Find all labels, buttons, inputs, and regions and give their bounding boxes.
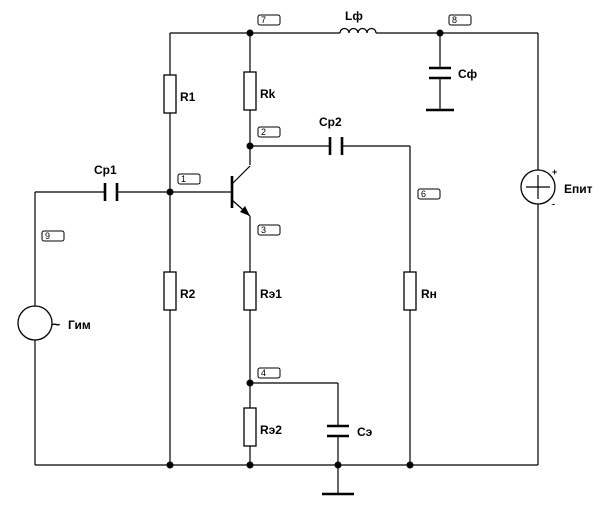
label-re2: Rэ2 [260,423,282,437]
resistor-rn [403,271,417,311]
svg-text:7: 7 [261,15,266,25]
label-rk: Rk [260,87,276,101]
label-cp1: Cp1 [94,163,117,177]
resistor-rk [243,71,257,111]
node-2: 2 [257,126,281,138]
label-epit: Eпит [564,182,593,196]
label-ce: Cэ [357,425,373,439]
resistor-r2 [163,271,177,311]
node-7: 7 [257,14,281,26]
node-8: 8 [448,14,472,26]
capacitor-cf [429,66,451,80]
capacitor-ce [327,424,349,438]
label-gim-symbol: ~ [52,316,60,332]
label-gim: Гим [68,318,91,332]
svg-text:1: 1 [181,174,186,184]
wires [34,32,539,494]
source-gim [17,305,53,341]
source-epit [520,169,556,205]
svg-text:4: 4 [261,368,266,378]
svg-text:9: 9 [45,231,50,241]
svg-text:6: 6 [421,189,426,199]
label-r2: R2 [180,287,196,301]
svg-text:2: 2 [261,127,266,137]
label-epit-minus: - [552,199,555,209]
node-3: 3 [257,224,281,236]
node-4: 4 [257,367,281,379]
junctions [166,29,444,469]
label-epit-plus: + [552,167,557,177]
label-lf: Lф [345,9,363,23]
label-r1: R1 [180,90,196,104]
svg-text:8: 8 [452,15,457,25]
node-9: 9 [41,230,65,242]
resistor-re1 [243,271,257,311]
label-cp2: Cp2 [319,115,342,129]
resistor-re2 [243,407,257,447]
resistor-r1 [163,74,177,114]
transistor-npn-icon [230,165,251,217]
label-rn: Rн [421,287,437,301]
node-6: 6 [417,188,441,200]
node-1: 1 [177,173,201,185]
label-cf: Cф [458,67,478,81]
inductor-lf [339,27,377,34]
label-re1: Rэ1 [260,287,282,301]
capacitor-cp2 [328,137,344,155]
svg-text:3: 3 [261,225,266,235]
capacitor-cp1 [103,183,119,201]
